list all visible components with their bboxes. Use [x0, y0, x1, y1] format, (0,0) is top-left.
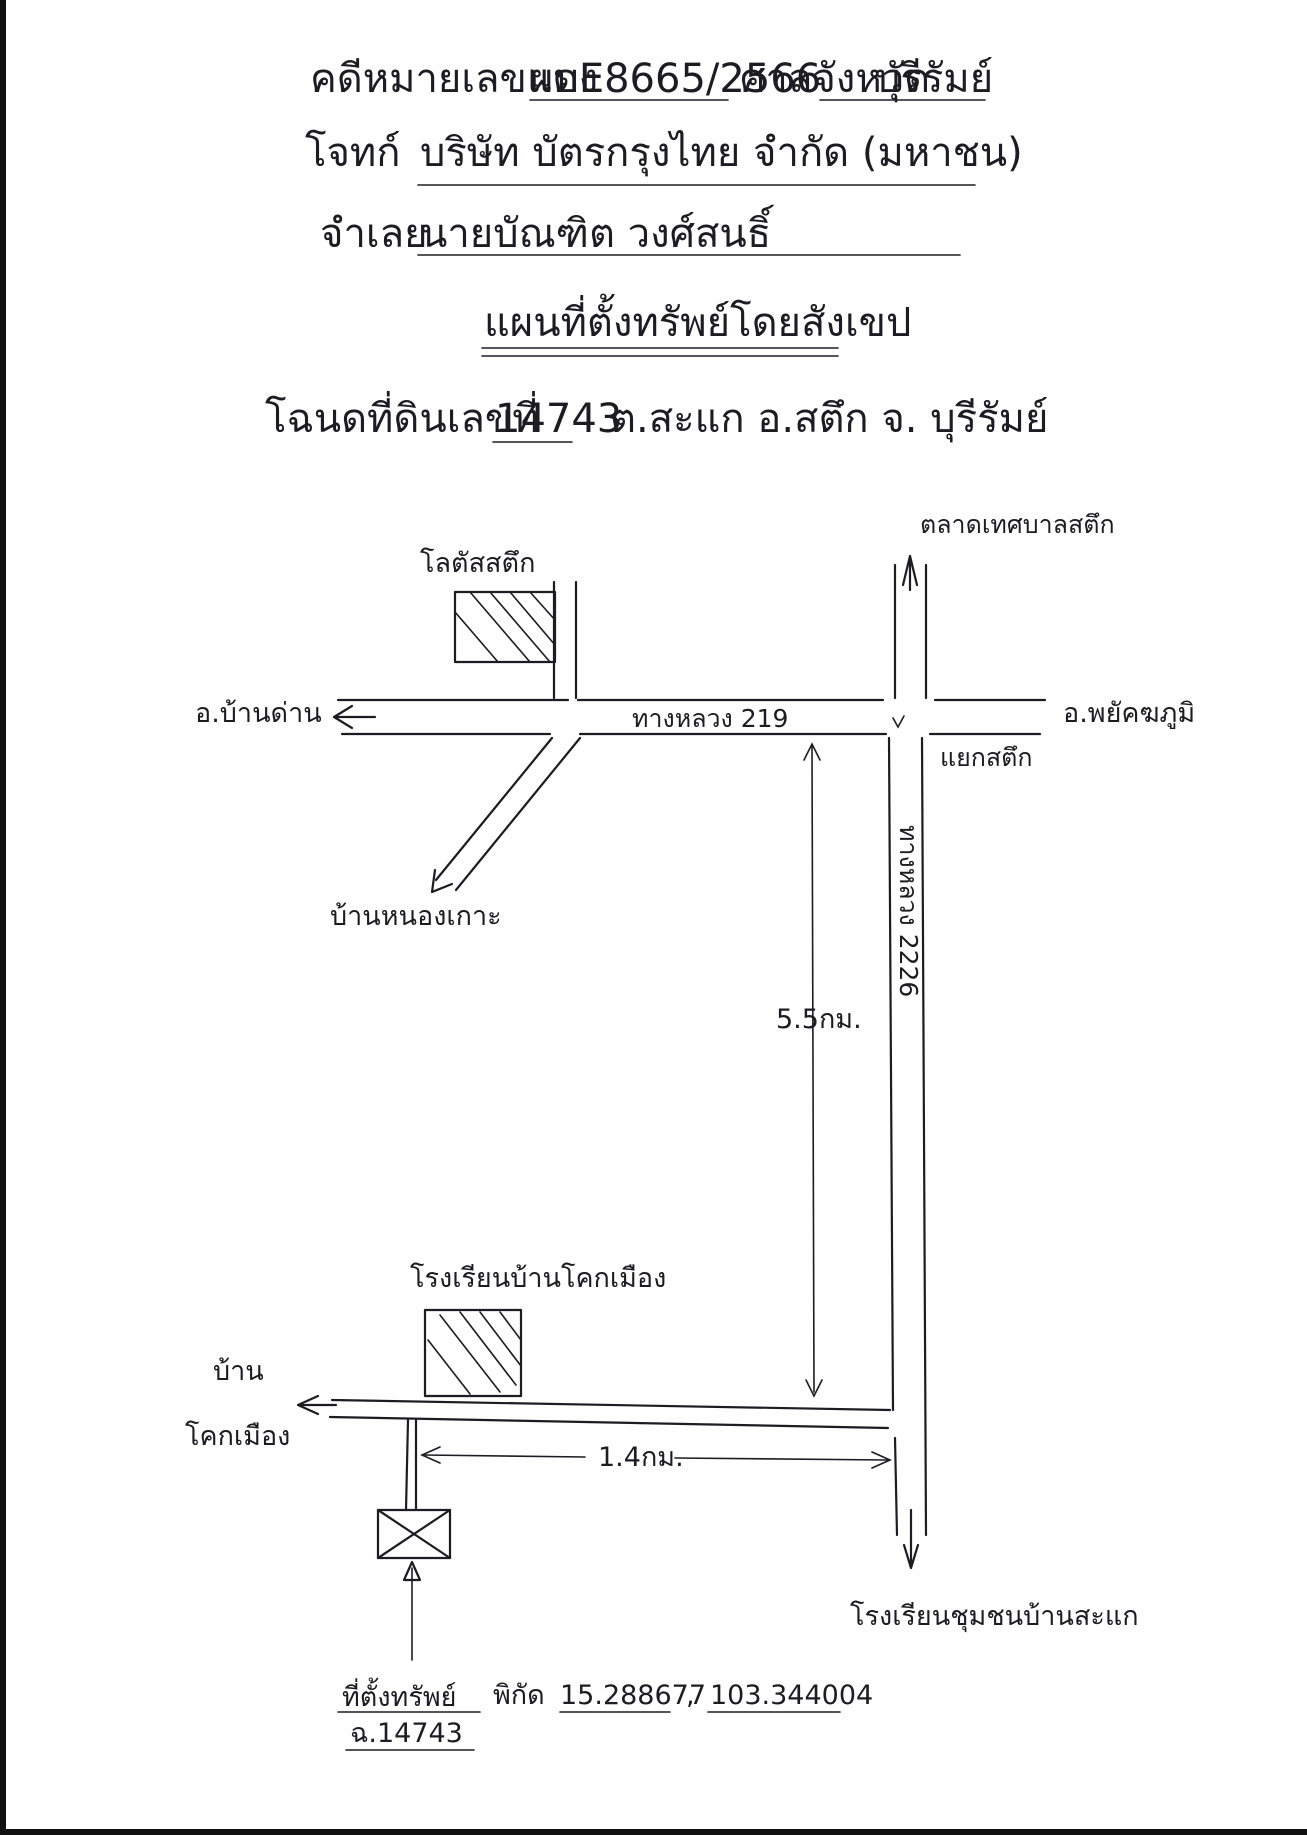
- ban-dan-label: อ.บ้านด่าน: [195, 698, 322, 729]
- coords-label: พิกัด: [493, 1680, 545, 1711]
- market-label: ตลาดเทศบาลสตึก: [920, 510, 1115, 539]
- road-219-label: ทางหลวง 219: [632, 704, 788, 733]
- distance-horizontal-arrow: [420, 1446, 892, 1469]
- ban-khok-label-1: บ้าน: [213, 1356, 264, 1387]
- plaintiff-label: โจทก์: [305, 130, 401, 176]
- plaintiff-line: โจทก์ บริษัท บัตรกรุงไทย จำกัด (มหาชน): [305, 130, 1023, 186]
- distance-vertical-arrow: [803, 742, 823, 1398]
- property-label-2: ฉ.14743: [350, 1718, 463, 1749]
- map-title-group: แผนที่ตั้งทรัพย์โดยสังเขป: [481, 293, 911, 357]
- property-marker: [376, 1508, 452, 1661]
- school-sakae-label: โรงเรียนชุมชนบ้านสะแก: [850, 1601, 1139, 1633]
- court-province: บุรีรัมย์: [875, 56, 993, 103]
- deed-line: โฉนดที่ดินเลขที่ 14743 ต.สะแก อ.สตึก จ. …: [265, 391, 1048, 443]
- deed-location: ต.สะแก อ.สตึก จ. บุรีรัมย์: [610, 396, 1048, 443]
- case-number: ผบE8665/2566: [530, 56, 821, 102]
- case-label: คดีหมายเลขแดง: [310, 56, 598, 102]
- case-line: คดีหมายเลขแดง ผบE8665/2566 ศาลจังหวัด บุ…: [310, 56, 993, 103]
- coords-lon: 103.344004: [710, 1680, 873, 1711]
- phayakkhaphum-label: อ.พยัคฆภูมิ: [1063, 698, 1195, 729]
- distance-horizontal: 1.4กม.: [598, 1442, 684, 1473]
- lotus-road: [552, 580, 578, 700]
- stuek-junction-label: แยกสตึก: [940, 743, 1033, 772]
- junction-mark: [892, 715, 905, 729]
- coordinates: พิกัด 15.288677 , 103.344004: [493, 1680, 873, 1713]
- lotus-label: โลตัสสตึก: [420, 548, 535, 579]
- lotus-building: [453, 590, 557, 664]
- property-lane: [404, 1418, 418, 1512]
- ban-nong-ko-label: บ้านหนองเกาะ: [330, 901, 502, 932]
- road-nong-ko: [430, 736, 582, 894]
- deed-label: โฉนดที่ดินเลขที่: [265, 391, 539, 442]
- road-khok-mueang: [296, 1394, 892, 1430]
- ban-khok-label-2: โคกเมือง: [185, 1421, 290, 1452]
- coords-lat: 15.288677: [560, 1680, 706, 1711]
- map-title: แผนที่ตั้งทรัพย์โดยสังเขป: [484, 293, 911, 346]
- defendant-line: จำเลย นายบัณฑิต วงศ์สนธิ์: [320, 204, 961, 257]
- defendant-name: นายบัณฑิต วงศ์สนธิ์: [420, 204, 774, 257]
- page-bottom-edge: [0, 1829, 1307, 1835]
- deed-number: 14743: [495, 396, 622, 442]
- coords-sep: ,: [686, 1680, 695, 1711]
- road-2226-label: ทางหลวง 2226: [894, 825, 923, 997]
- road-2226: [887, 554, 928, 1570]
- plaintiff-name: บริษัท บัตรกรุงไทย จำกัด (มหาชน): [420, 130, 1023, 177]
- court-label: ศาลจังหวัด: [740, 56, 930, 102]
- page-left-edge: [0, 0, 6, 1835]
- defendant-label: จำเลย: [320, 211, 428, 257]
- road-219: [332, 698, 1047, 736]
- school-khok-building: [423, 1308, 523, 1398]
- property-label-1: ที่ตั้งทรัพย์: [342, 1677, 456, 1713]
- school-khok-label: โรงเรียนบ้านโคกเมือง: [410, 1263, 666, 1294]
- distance-vertical: 5.5กม.: [776, 1004, 862, 1035]
